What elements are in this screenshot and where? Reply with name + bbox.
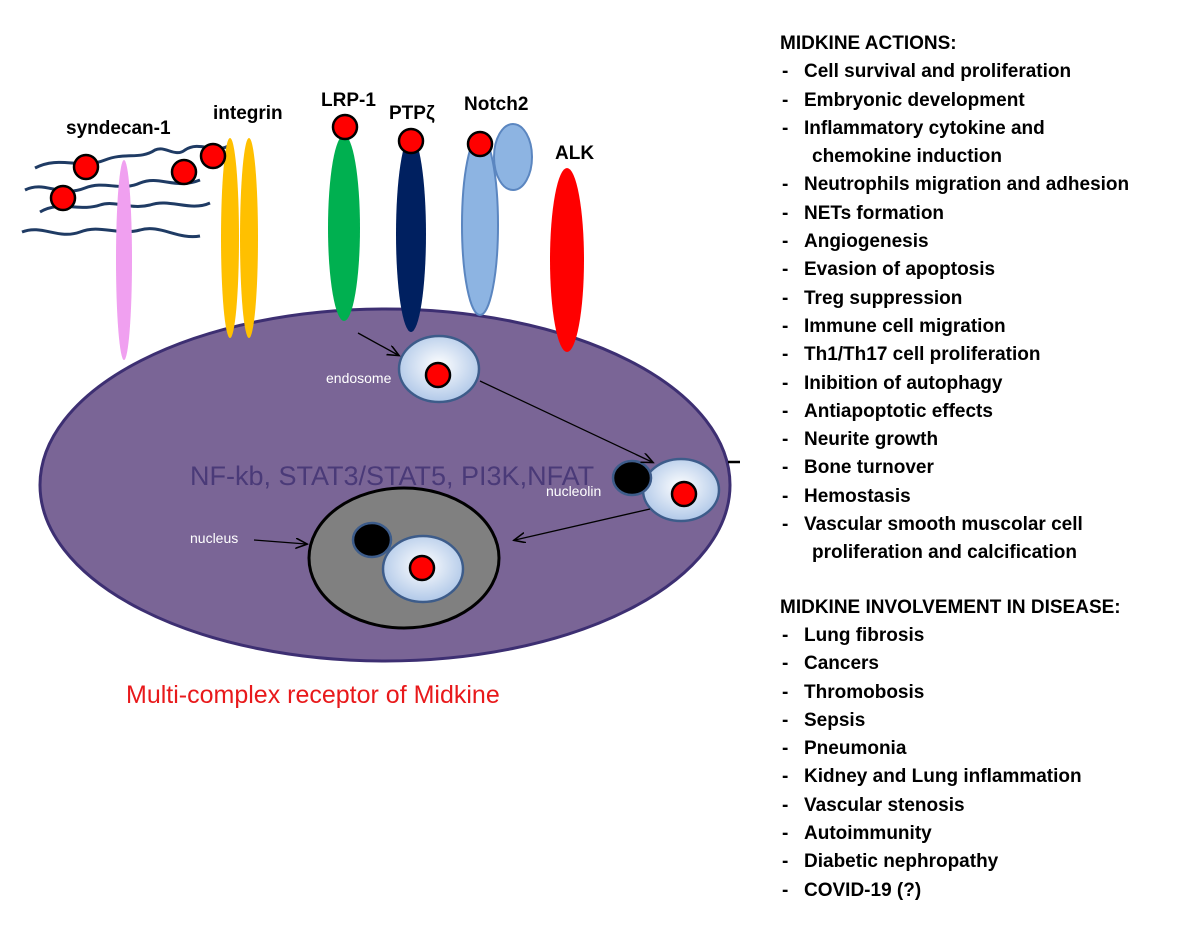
list-item: Th1/Th17 cell proliferation [780,341,1175,370]
arrow-lrp1-to-endosome [357,332,398,355]
arrow-label-to-nucleus [253,540,306,544]
list-item-continuation: chemokine induction [812,146,1003,168]
label-signaling-pathways: NF-kb, STAT3/STAT5, PI3K,NFAT [190,461,594,491]
midkine-dot [170,158,198,186]
ptpz-receptor [396,136,426,332]
label-endosome: endosome [326,370,392,386]
label-nucleus: nucleus [190,530,238,546]
list-item: COVID-19 (?) [780,877,1175,906]
actions-heading: MIDKINE ACTIONS: [780,33,957,54]
list-item-text: Sepsis [804,709,866,731]
cell-body [38,307,732,663]
midkine-dot [72,153,100,181]
list-item: Evasion of apoptosis [780,256,1175,285]
nucleolin-dark [611,459,653,497]
list-item-continuation: proliferation and calcification [812,542,1077,564]
list-item-text: Embryonic development [804,89,1025,111]
arrow-nucleolin-to-nucleus [515,508,651,540]
list-item: Cell survival and proliferation [780,58,1175,87]
midkine-dot [331,113,359,141]
list-item: Autoimmunity [780,820,1175,849]
nucleolin-dark [351,521,393,559]
list-item-text: Inflammatory cytokine and [804,117,1045,139]
list-item: Neurite growth [780,426,1175,455]
list-item-text: Thromobosis [804,681,925,703]
list-item: Thromobosis [780,679,1175,708]
list-item: Antiapoptotic effects [780,398,1175,427]
list-item-text: Evasion of apoptosis [804,259,996,281]
list-item-text: Cell survival and proliferation [804,61,1072,83]
midkine-dot [408,554,436,582]
notch2-domain [493,123,533,191]
midkine-dot [424,361,452,389]
list-item: Embryonic development [780,87,1175,116]
list-item-text: Hemostasis [804,485,911,507]
list-item: Diabetic nephropathy [780,848,1175,877]
midkine-dot [199,142,227,170]
list-item: Inibition of autophagy [780,370,1175,399]
disease-heading: MIDKINE INVOLVEMENT IN DISEASE: [780,596,1121,618]
list-item-text: Inibition of autophagy [804,372,1003,394]
list-item-text: Neurite growth [804,429,939,451]
list-item-text: Kidney and Lung inflammation [804,766,1082,788]
list-item: Neutrophils migration and adhesion [780,171,1175,200]
list-item: Bone turnover [780,454,1175,483]
midkine-info-panel: MIDKINE ACTIONS: Cell survival and proli… [780,30,1175,905]
integrin-alpha-subunit [221,138,239,338]
list-item-text: Immune cell migration [804,315,1006,337]
label-ptpz: PTPζ [389,103,435,124]
list-item: Sepsis [780,707,1175,736]
list-bracket [728,460,740,464]
label-integrin: integrin [213,103,283,124]
list-item: NETs formation [780,200,1175,229]
list-item-text: Diabetic nephropathy [804,851,999,873]
list-item: Hemostasis [780,483,1175,512]
actions-list: Cell survival and proliferationEmbryonic… [780,58,1175,567]
list-item-text: COVID-19 (?) [804,879,922,901]
list-item-text: Lung fibrosis [804,624,925,646]
list-item: Cancers [780,650,1175,679]
midkine-dot [397,127,425,155]
list-item-text: Cancers [804,653,879,675]
list-item: Kidney and Lung inflammation [780,763,1175,792]
list-item-text: Th1/Th17 cell proliferation [804,344,1041,366]
list-item: Pneumonia [780,735,1175,764]
integrin-beta-subunit [240,138,258,338]
midkine-dot [670,480,698,508]
midkine-dot [466,130,494,158]
list-item-text: Antiapoptotic effects [804,400,993,422]
syndecan-core-protein [116,160,132,360]
list-item: Immune cell migration [780,313,1175,342]
label-lrp-1: LRP-1 [321,90,376,111]
list-item: Vascular stenosis [780,792,1175,821]
arrow-endosome-to-nucleolin [479,380,652,462]
midkine-molecules [49,113,494,212]
list-item: Lung fibrosis [780,622,1175,651]
label-alk: ALK [555,143,594,164]
list-item-text: Pneumonia [804,738,907,760]
lrp1-receptor [328,135,360,321]
midkine-receptor-diagram: syndecan-1 integrin LRP-1 PTPζ Notch2 AL… [21,90,740,709]
list-item-text: Autoimmunity [804,823,932,845]
figure-caption: Multi-complex receptor of Midkine [126,681,500,709]
list-item: Treg suppression [780,285,1175,314]
list-item: Vascular smooth muscolar cell proliferat… [780,511,1175,568]
list-item: Inflammatory cytokine and chemokine induc… [780,115,1175,172]
list-item-text: Neutrophils migration and adhesion [804,174,1130,196]
disease-list: Lung fibrosisCancersThromobosisSepsisPne… [780,622,1175,905]
alk-receptor [550,168,584,352]
list-item-text: Bone turnover [804,457,934,479]
list-item: Angiogenesis [780,228,1175,257]
label-nucleolin: nucleolin [546,483,601,499]
list-item-text: Angiogenesis [804,231,929,253]
label-notch2: Notch2 [464,94,528,115]
list-item-text: Treg suppression [804,287,963,309]
notch2-receptor [461,134,499,316]
list-item-text: Vascular stenosis [804,794,965,816]
midkine-dot [49,184,77,212]
label-syndecan-1: syndecan-1 [66,118,171,139]
list-item-text: Vascular smooth muscolar cell [804,514,1083,536]
list-item-text: NETs formation [804,202,945,224]
